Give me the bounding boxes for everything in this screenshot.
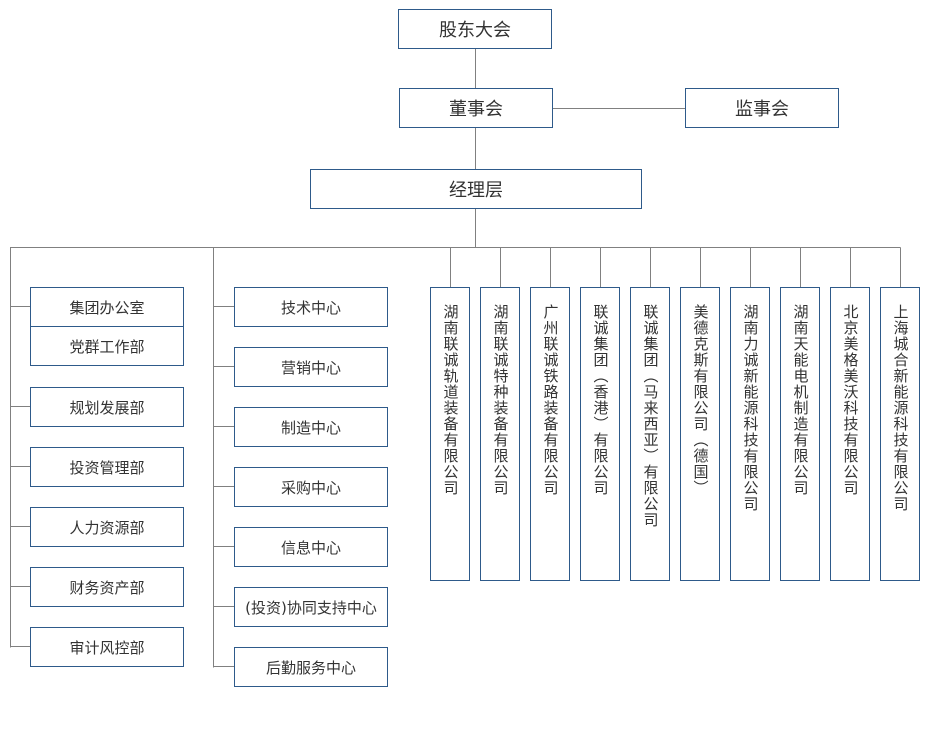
center-label: 信息中心 <box>280 538 341 557</box>
subsidiary-box: 湖南联诚特种装备有限公司 <box>480 287 520 581</box>
department-box: 投资管理部 <box>30 447 184 487</box>
center-box: 信息中心 <box>234 527 388 567</box>
board-of-directors-label: 董事会 <box>449 99 503 120</box>
subsidiary-label: 广州联诚铁路装备有限公司 <box>541 304 560 496</box>
department-box: 审计风控部 <box>30 627 184 667</box>
center-label: 采购中心 <box>280 478 341 497</box>
center-label: 制造中心 <box>280 418 341 437</box>
department-box: 人力资源部 <box>30 507 184 547</box>
department-box: 财务资产部 <box>30 567 184 607</box>
center-box: 制造中心 <box>234 407 388 447</box>
subsidiary-label: 北京美格美沃科技有限公司 <box>841 304 860 496</box>
department-box: 集团办公室 <box>30 287 184 327</box>
shareholders-meeting-label: 股东大会 <box>439 20 511 41</box>
board-of-supervisors-box: 监事会 <box>685 88 839 128</box>
center-box: 营销中心 <box>234 347 388 387</box>
subsidiary-label: 湖南联诚轨道装备有限公司 <box>441 304 460 496</box>
subsidiary-label: 联诚集团（香港）有限公司 <box>591 304 610 496</box>
department-label: 人力资源部 <box>69 518 145 537</box>
subsidiary-box: 上海城合新能源科技有限公司 <box>880 287 920 581</box>
subsidiary-label: 湖南天能电机制造有限公司 <box>791 304 810 496</box>
subsidiary-box: 联诚集团（香港）有限公司 <box>580 287 620 581</box>
department-label: 规划发展部 <box>69 398 145 417</box>
subsidiary-label: 湖南联诚特种装备有限公司 <box>491 304 510 496</box>
department-label: 党群工作部 <box>69 337 145 356</box>
center-box: 技术中心 <box>234 287 388 327</box>
center-box: 后勤服务中心 <box>234 647 388 687</box>
subsidiary-box: 广州联诚铁路装备有限公司 <box>530 287 570 581</box>
shareholders-meeting-box: 股东大会 <box>398 9 552 49</box>
center-label: 营销中心 <box>280 358 341 377</box>
center-label: (投资)协同支持中心 <box>245 598 377 617</box>
subsidiary-label: 上海城合新能源科技有限公司 <box>891 304 910 512</box>
subsidiary-box: 联诚集团（马来西亚）有限公司 <box>630 287 670 581</box>
management-label: 经理层 <box>449 180 503 201</box>
center-box: 采购中心 <box>234 467 388 507</box>
department-label: 财务资产部 <box>69 578 145 597</box>
board-of-directors-box: 董事会 <box>399 88 553 128</box>
subsidiary-label: 湖南力诚新能源科技有限公司 <box>741 304 760 512</box>
subsidiary-box: 美德克斯有限公司（德国） <box>680 287 720 581</box>
subsidiary-label: 美德克斯有限公司（德国） <box>691 304 710 496</box>
center-label: 技术中心 <box>280 298 341 317</box>
department-box: 党群工作部 <box>30 326 184 366</box>
center-label: 后勤服务中心 <box>265 658 356 677</box>
department-box: 规划发展部 <box>30 387 184 427</box>
management-box: 经理层 <box>310 169 642 209</box>
subsidiary-label: 联诚集团（马来西亚）有限公司 <box>641 304 660 528</box>
subsidiary-box: 北京美格美沃科技有限公司 <box>830 287 870 581</box>
subsidiary-box: 湖南联诚轨道装备有限公司 <box>430 287 470 581</box>
board-of-supervisors-label: 监事会 <box>735 99 789 120</box>
subsidiary-box: 湖南天能电机制造有限公司 <box>780 287 820 581</box>
department-label: 投资管理部 <box>69 458 145 477</box>
department-label: 集团办公室 <box>69 298 145 317</box>
subsidiary-box: 湖南力诚新能源科技有限公司 <box>730 287 770 581</box>
department-label: 审计风控部 <box>69 638 145 657</box>
center-box: (投资)协同支持中心 <box>234 587 388 627</box>
